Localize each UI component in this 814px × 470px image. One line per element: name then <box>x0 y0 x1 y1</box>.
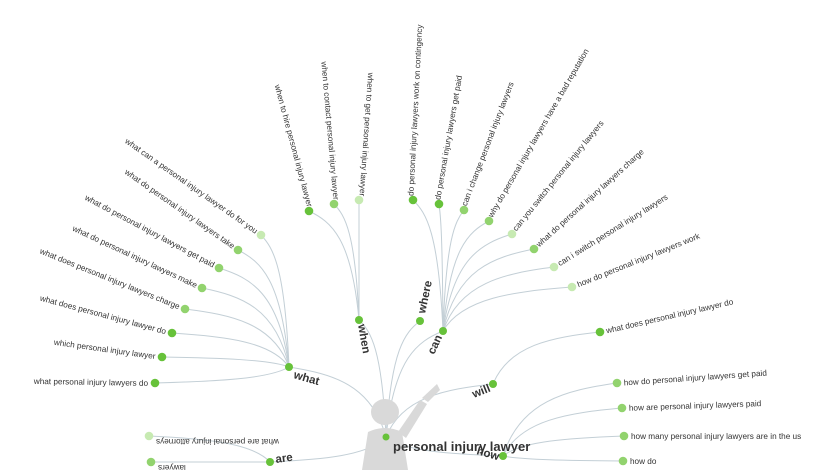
leaf-link <box>492 331 601 385</box>
leaf-link <box>442 209 465 332</box>
leaf-link <box>201 287 290 368</box>
leaf-link <box>502 382 618 457</box>
hub-label-can[interactable]: can <box>426 333 445 356</box>
leaf-link <box>308 210 360 321</box>
leaf-link <box>148 435 271 463</box>
leaf-dot[interactable] <box>304 206 314 216</box>
hub-label-when[interactable]: when <box>355 322 372 354</box>
leaf-dot[interactable] <box>144 431 154 441</box>
leaf-label[interactable]: what do personal injury lawyers charge <box>534 147 646 249</box>
leaf-label[interactable]: what are personal injury attorneys <box>156 437 280 446</box>
leaf-label[interactable]: how many personal injury lawyers are in … <box>631 432 801 441</box>
hub-dot-will[interactable] <box>489 380 497 388</box>
hub-dot-what[interactable] <box>285 363 293 371</box>
leaf-label[interactable]: what does personal injury lawyer do <box>604 297 734 335</box>
leaf-dot[interactable] <box>329 199 339 209</box>
leaf-dot[interactable] <box>618 456 628 466</box>
leaf-link <box>237 249 290 368</box>
hub-dot-when[interactable] <box>355 316 363 324</box>
leaf-link <box>502 407 623 457</box>
root-node[interactable]: personal injury lawyer <box>382 433 531 455</box>
hub-label-what[interactable]: what <box>291 369 321 388</box>
leaf-dot[interactable] <box>214 263 224 273</box>
leaf-link <box>218 267 290 368</box>
leaf-dot[interactable] <box>549 262 559 272</box>
leaf-dot[interactable] <box>434 199 444 209</box>
node-layer <box>144 195 629 467</box>
leaf-link <box>438 203 444 332</box>
leaf-link <box>442 248 535 332</box>
leaf-dot[interactable] <box>484 216 494 226</box>
leaf-dot[interactable] <box>354 195 364 205</box>
leaf-dot[interactable] <box>595 327 605 337</box>
leaf-label[interactable]: when to contact personal injury lawyer <box>319 60 340 200</box>
root-dot <box>382 433 390 441</box>
hub-label-will[interactable]: will <box>470 383 493 401</box>
leaf-dot[interactable] <box>529 244 539 254</box>
leaf-dot[interactable] <box>157 352 167 362</box>
root-label: personal injury lawyer <box>393 439 530 454</box>
leaf-link <box>502 435 625 457</box>
hub-dot-are[interactable] <box>266 458 274 466</box>
leaf-dot[interactable] <box>617 403 627 413</box>
hub-dot-where[interactable] <box>416 317 424 325</box>
hub-label-where[interactable]: where <box>416 280 435 316</box>
leaf-dot[interactable] <box>167 328 177 338</box>
person-silhouette-icon <box>362 384 440 470</box>
leaf-link <box>171 332 290 368</box>
leaf-link <box>442 266 555 332</box>
link-layer <box>148 199 625 463</box>
leaf-dot[interactable] <box>150 378 160 388</box>
leaf-label[interactable]: can you switch personal injury lawyers <box>511 119 606 233</box>
leaf-label[interactable]: what personal injury lawyers do <box>33 377 149 388</box>
leaf-dot[interactable] <box>146 457 156 467</box>
leaf-link <box>442 233 513 332</box>
leaf-link <box>184 308 290 368</box>
leaf-label[interactable]: what do personal injury lawyers make <box>70 224 199 290</box>
leaf-dot[interactable] <box>180 304 190 314</box>
leaf-dot[interactable] <box>256 230 266 240</box>
leaf-link <box>442 286 573 332</box>
leaf-dot[interactable] <box>619 431 629 441</box>
leaf-dot[interactable] <box>567 282 577 292</box>
leaf-link <box>333 203 360 321</box>
leaf-dot[interactable] <box>233 245 243 255</box>
leaf-label[interactable]: what does personal injury lawyer do <box>38 293 167 336</box>
leaf-link <box>412 199 444 332</box>
leaf-label[interactable]: lawyers <box>158 463 186 470</box>
leaf-dot[interactable] <box>507 229 517 239</box>
hub-dot-can[interactable] <box>439 327 447 335</box>
leaf-label[interactable]: when to get personal injury lawyer <box>357 71 375 196</box>
leaf-label[interactable]: do personal injury lawyers get paid <box>433 74 464 200</box>
leaf-link <box>260 234 290 368</box>
leaf-link <box>502 455 624 462</box>
hub-label-are[interactable]: are <box>275 452 294 466</box>
leaf-dot[interactable] <box>197 283 207 293</box>
leaf-link <box>161 356 290 368</box>
leaf-dot[interactable] <box>459 205 469 215</box>
leaf-dot[interactable] <box>408 195 418 205</box>
leaf-label[interactable]: how are personal injury lawyers paid <box>629 399 762 413</box>
leaf-link <box>154 366 290 384</box>
leaf-label[interactable]: when to hire personal injury lawyer <box>272 83 314 208</box>
leaf-link <box>442 220 490 332</box>
hub-dot-how[interactable] <box>499 452 507 460</box>
leaf-label[interactable]: which personal injury lawyer <box>52 338 156 361</box>
leaf-dot[interactable] <box>612 378 622 388</box>
leaf-label[interactable]: how do personal injury lawyers get paid <box>623 368 767 387</box>
leaf-label[interactable]: how do <box>630 457 657 466</box>
leaf-label[interactable]: do personal injury lawyers work on conti… <box>406 23 424 196</box>
